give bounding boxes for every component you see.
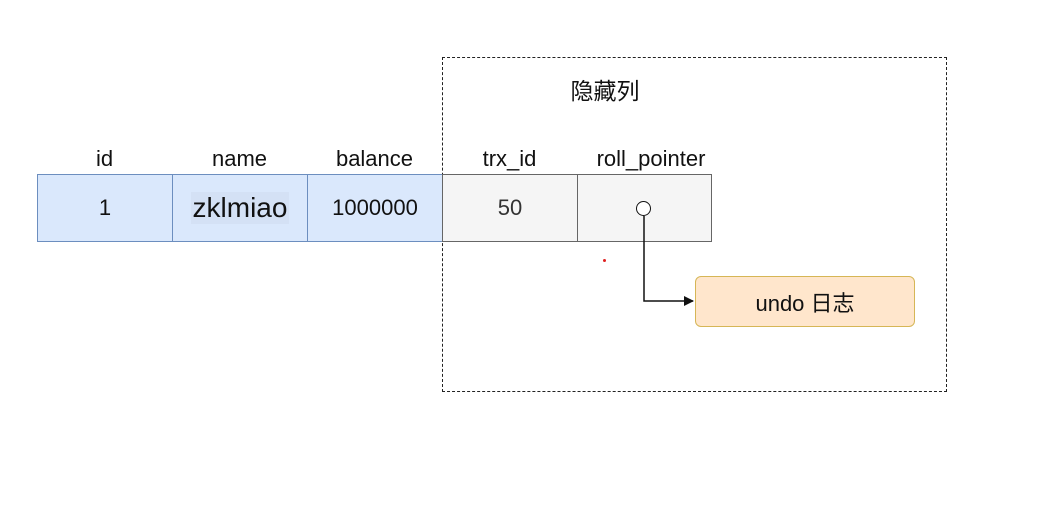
column-header-trx-id: trx_id xyxy=(482,146,537,171)
hidden-columns-title: 隐藏列 xyxy=(570,78,640,104)
column-header-id: id xyxy=(95,146,114,171)
cell-name: zklmiao xyxy=(172,174,308,242)
column-header-name: name xyxy=(211,146,268,171)
cell-trx-id: 50 xyxy=(442,174,578,242)
undo-log-box: undo 日志 xyxy=(695,276,915,327)
column-header-roll-pointer: roll_pointer xyxy=(596,146,706,171)
cell-balance-value: 1000000 xyxy=(332,195,418,220)
cell-balance: 1000000 xyxy=(307,174,443,242)
cell-name-value: zklmiao xyxy=(190,192,290,224)
stray-red-dot xyxy=(603,259,606,262)
roll-pointer-dot xyxy=(636,201,651,216)
cell-id: 1 xyxy=(37,174,173,242)
cell-trx-id-value: 50 xyxy=(497,195,523,220)
undo-log-label: undo 日志 xyxy=(755,290,855,316)
column-header-balance: balance xyxy=(335,146,414,171)
cell-id-value: 1 xyxy=(98,195,112,220)
